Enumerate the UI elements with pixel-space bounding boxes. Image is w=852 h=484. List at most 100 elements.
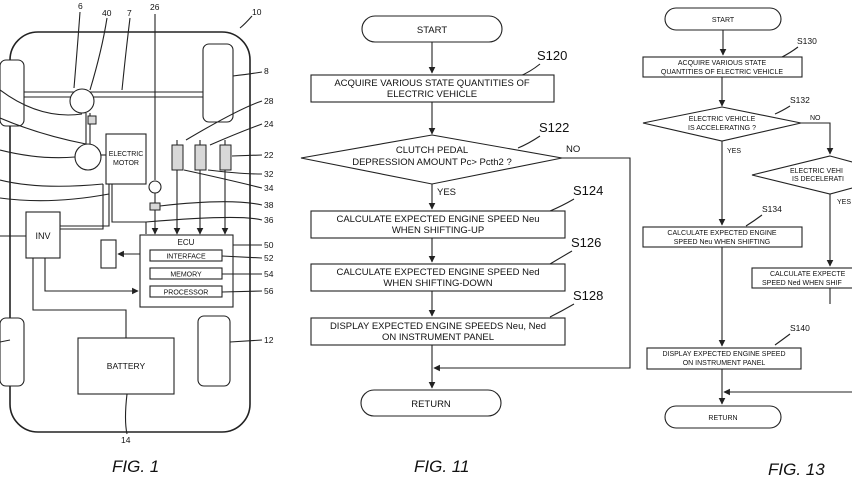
leader-line: [209, 123, 263, 146]
leader-line: [124, 393, 128, 435]
leader-line: [89, 17, 108, 91]
speed-sensor-icon: [148, 180, 162, 194]
inv-ecu-line: [44, 258, 139, 295]
ref-7: 7: [127, 8, 132, 18]
leader-line: [0, 339, 11, 343]
ref-12: 12: [264, 335, 274, 345]
ref-14: 14: [121, 435, 131, 445]
harness-line: [111, 184, 147, 234]
leader-line: [0, 179, 104, 187]
fig13-return-label: RETURN: [708, 415, 737, 422]
leader-line: [159, 201, 263, 207]
ref-50: 50: [264, 240, 274, 250]
small-module: [100, 239, 117, 269]
inverter-box: [25, 211, 61, 259]
fig11-s128-label: S128: [573, 288, 603, 303]
fig13-s130-text-1: ACQUIRE VARIOUS STATE: [678, 60, 767, 67]
fig13-s136-text-2: SPEED Ned WHEN SHIF: [762, 280, 842, 287]
fig13-flowchart: START S130 ACQUIRE VARIOUS STATE QUANTIT…: [642, 7, 852, 479]
fig13-s140-text-2: ON INSTRUMENT PANEL: [683, 360, 766, 367]
fig13-s130-text-2: QUANTITIES OF ELECTRIC VEHICLE: [661, 69, 783, 76]
battery-box: [77, 337, 175, 395]
leader-line: [517, 135, 541, 149]
ref-54: 54: [264, 269, 274, 279]
fig11-s122-text-2: DEPRESSION AMOUNT Pc> Pcth2 ?: [352, 157, 512, 168]
leader-line: [221, 290, 263, 293]
fig11-return-terminal: [360, 389, 502, 417]
ref-26: 26: [150, 2, 160, 12]
leader-line: [549, 198, 575, 212]
fig13-no-label: NO: [810, 115, 821, 122]
fig13-s132-text-2: IS ACCELERATING ?: [688, 125, 756, 132]
sensor-block: [149, 202, 161, 211]
leader-line: [0, 117, 87, 145]
fig11-s124-text-2: WHEN SHIFTING-UP: [392, 225, 484, 236]
fig11-start-label: START: [417, 25, 447, 36]
inverter-label: INV: [35, 231, 50, 241]
fig11-s128-box: [310, 317, 566, 346]
rear-left-wheel: [0, 317, 25, 387]
fig13-s134-text-1: CALCULATE EXPECTED ENGINE: [667, 230, 777, 237]
leader-line: [185, 100, 263, 141]
fig13-caption: FIG. 13: [768, 460, 825, 479]
leader-line: [781, 46, 799, 58]
fig13-no-branch-line: [801, 122, 834, 155]
fig11-yes-label: YES: [437, 187, 456, 198]
leader-line: [0, 193, 110, 202]
fig13-s140-text-1: DISPLAY EXPECTED ENGINE SPEED: [662, 351, 785, 358]
fig11-s126-label: S126: [571, 235, 601, 250]
fig13-start-label: START: [712, 17, 735, 24]
ref-22: 22: [264, 150, 274, 160]
leader-line: [549, 303, 575, 318]
leader-line: [774, 105, 791, 115]
leader-line: [745, 214, 763, 227]
ref-40: 40: [102, 8, 112, 18]
fig13-yes2-label: YES: [837, 199, 851, 206]
fig11-s124-box: [310, 210, 566, 239]
rear-right-wheel: [197, 315, 231, 387]
ref-34: 34: [264, 183, 274, 193]
pedal-sensor: [171, 144, 184, 171]
memory-label: MEMORY: [170, 272, 202, 279]
leader-line: [519, 63, 541, 77]
fig11-s124-text-1: CALCULATE EXPECTED ENGINE SPEED Neu: [336, 214, 539, 225]
differential-gear: [69, 88, 95, 114]
battery-label: BATTERY: [107, 361, 146, 371]
leader-line: [145, 216, 263, 223]
fig1-vehicle-diagram: ELECTRIC MOTOR INV ECU INTERFACE ME: [0, 1, 274, 476]
fig13-s136-text-1: CALCULATE EXPECTE: [770, 271, 846, 278]
fig13-s140-box: [646, 347, 802, 370]
fig11-s128-text-2: ON INSTRUMENT PANEL: [382, 332, 494, 343]
motor-label-1: ELECTRIC: [109, 151, 144, 158]
leader-line: [221, 255, 263, 259]
fig13-s132-text-1: ELECTRIC VEHICLE: [689, 116, 756, 123]
fig11-s120-label: S120: [537, 48, 567, 63]
fig11-caption: FIG. 11: [414, 457, 469, 476]
ref-56: 56: [264, 286, 274, 296]
ref-6: 6: [78, 1, 83, 11]
leader-line: [231, 154, 263, 157]
fig11-s120-text-1: ACQUIRE VARIOUS STATE QUANTITIES OF: [334, 78, 529, 89]
ref-24: 24: [264, 119, 274, 129]
fig13-decel-text-1: ELECTRIC VEHI: [790, 168, 843, 175]
clutch-block: [87, 115, 97, 125]
leader-line: [0, 149, 76, 159]
motor-label-2: MOTOR: [113, 160, 139, 167]
ref-32: 32: [264, 169, 274, 179]
leader-line: [232, 71, 263, 77]
leader-line: [73, 11, 81, 89]
fig11-s120-box: [310, 74, 555, 103]
interface-box: [149, 249, 223, 262]
pedal-sensor: [194, 144, 207, 171]
fig11-no-label: NO: [566, 144, 580, 155]
interface-label: INTERFACE: [166, 254, 206, 261]
leader-line: [207, 169, 263, 175]
fig11-s120-text-2: ELECTRIC VEHICLE: [387, 89, 477, 100]
front-left-wheel: [0, 59, 25, 127]
fig13-s130-label: S130: [797, 36, 817, 46]
pedal-sensor: [219, 144, 232, 171]
ref-38: 38: [264, 200, 274, 210]
ref-8: 8: [264, 66, 269, 76]
front-right-wheel: [202, 43, 234, 123]
